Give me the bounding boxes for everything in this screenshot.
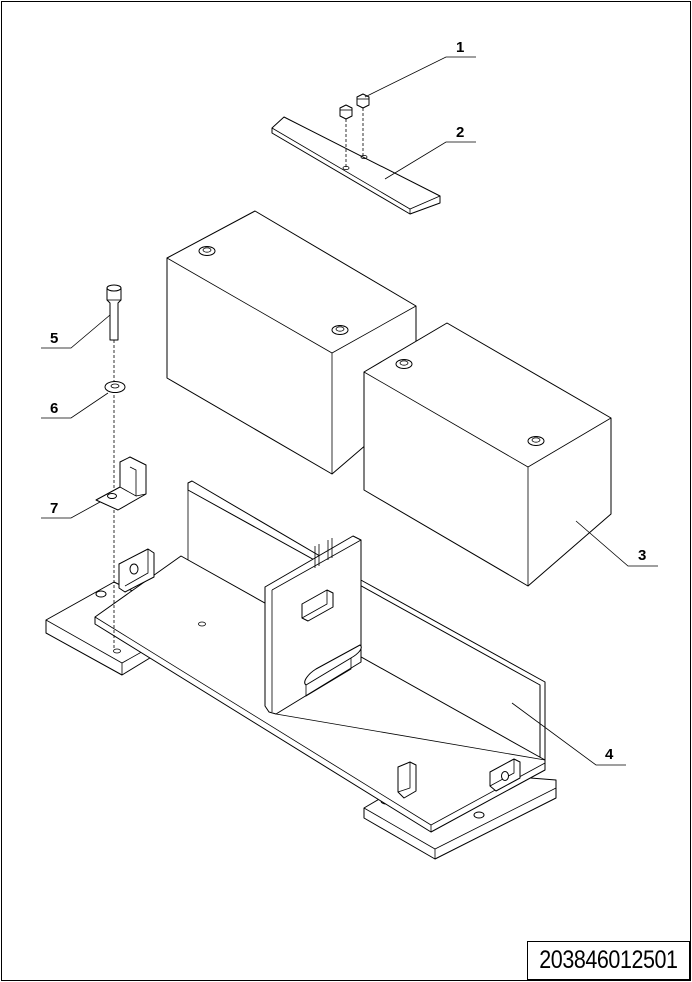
callout-3: 3 [638,547,646,564]
battery-front [363,322,612,587]
battery-tray [45,480,557,860]
callout-6: 6 [50,400,58,417]
callout-7: 7 [50,500,58,517]
top-clamp-plate [271,116,441,215]
drawing-number: 203846012501 [539,946,678,974]
callout-5: 5 [50,330,58,347]
callout-2: 2 [456,124,464,141]
callout-4: 4 [605,746,614,763]
leader-lines [41,56,658,766]
bolt-washer-bracket [95,284,147,650]
drawing-number-box: 203846012501 [527,941,690,980]
hex-nuts [339,93,370,168]
callout-1: 1 [456,39,464,56]
